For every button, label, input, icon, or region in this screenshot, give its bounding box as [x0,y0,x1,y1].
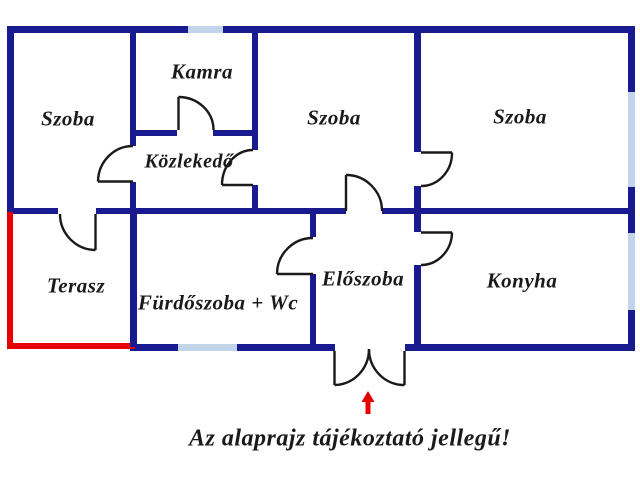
wall-v4-upper [414,33,421,152]
wall-v4-middle [414,186,421,232]
wall-v2-lower [252,185,258,214]
outer-walls [7,26,635,351]
room-label-konyha: Konyha [486,268,558,293]
door-arc-szoba-terasz [58,213,96,252]
door-arc-entrance-left [334,348,371,387]
window-szoba-right [628,92,635,187]
room-label-szoba-left: Szoba [41,106,95,131]
wall-v3-upper [310,214,316,237]
wall-outer-right [628,26,635,350]
door-arc-entrance-right [367,348,405,387]
wall-v3-lower [310,274,316,346]
room-label-szoba-middle: Szoba [307,105,361,130]
terrace-walls [7,212,135,349]
room-label-kozlekedo: Közlekedő [144,150,234,173]
windows [178,26,635,351]
door-arc-szoba-szoba [420,152,454,188]
doors [58,95,454,387]
wall-bottom-bath-right [237,344,335,351]
wall-terrace-bottom-red [7,343,135,349]
room-label-kamra: Kamra [170,59,234,84]
wall-outer-left-upper [7,26,14,214]
window-konyha-right [628,233,635,310]
up-arrow-icon [361,391,375,414]
window-kamra-top [188,26,223,33]
room-label-szoba-right: Szoba [493,104,547,129]
wall-v4-lower [414,265,421,350]
wall-h2-right [382,208,630,214]
door-arc-kozlekedo-szoba [220,148,254,186]
plan-caption: Az alaprajz tájékoztató jellegű! [188,425,512,452]
room-label-terasz: Terasz [46,273,106,298]
door-arc-furdoszoba [275,236,314,275]
door-arc-kamra [178,95,215,131]
door-arc-szoba-eloszoba [345,173,384,212]
window-furdoszoba-bottom [178,344,237,351]
wall-terasz-furdo [130,214,137,347]
door-arc-konyha [420,232,454,267]
wall-h2-middle [96,208,346,214]
room-label-eloszoba: Előszoba [321,266,405,291]
wall-v1-upper [130,33,136,146]
door-arc-szoba-kozlekedo [96,144,134,182]
wall-v1-lower [130,182,136,214]
wall-kamra-bottom-left [130,130,177,136]
room-label-furdoszoba-wc: Fürdőszoba + Wc [137,290,299,315]
wall-kamra-bottom-right [213,130,258,136]
wall-terrace-left-red [7,212,13,349]
wall-h2-left [13,208,58,214]
wall-v2-upper [252,33,258,150]
wall-outer-top [7,26,635,33]
wall-bottom-bath-left [130,344,178,351]
wall-bottom-kitchen [405,344,635,351]
interior-walls [13,33,630,350]
